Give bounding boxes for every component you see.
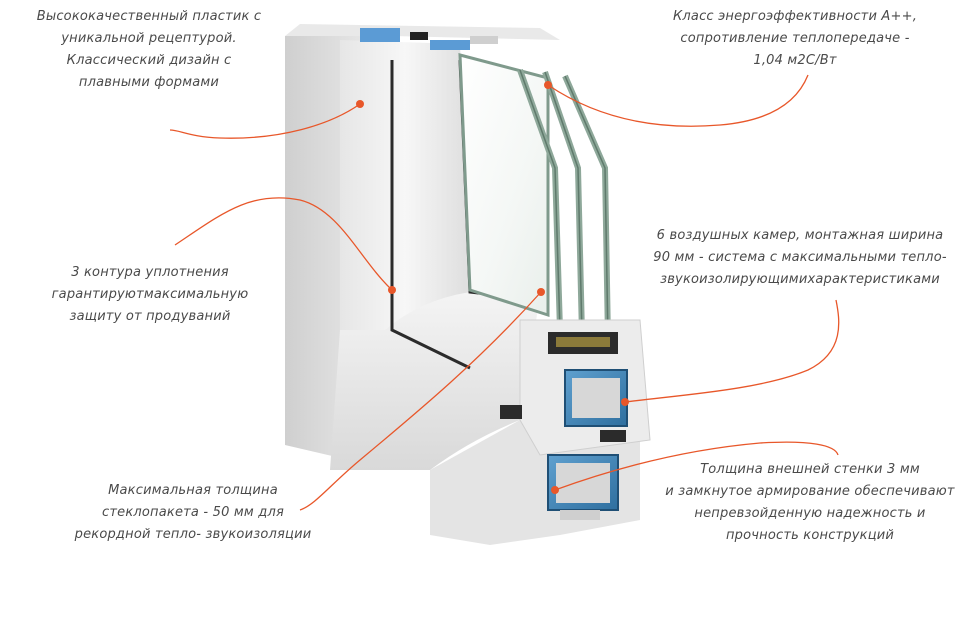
- callout-line: Класс энергоэффективности А++,: [672, 9, 918, 24]
- callout-line: защиту от продуваний: [69, 309, 231, 324]
- callout-line: Толщина внешней стенки 3 мм: [700, 462, 920, 477]
- top-section-detail: [360, 28, 498, 50]
- callout-line: 90 мм - система с максимальными тепло-: [653, 250, 947, 265]
- callout-line: 1,04 м2С/Вт: [753, 53, 837, 68]
- callout-seals: 3 контура уплотнения гарантируютмаксимал…: [30, 262, 270, 328]
- callout-line: прочность конструкций: [725, 528, 895, 543]
- callout-line: Высококачественный пластик с: [36, 9, 262, 24]
- callout-wall: Толщина внешней стенки 3 мм и замкнутое …: [650, 459, 967, 547]
- callout-line: стеклопакета - 50 мм для: [102, 505, 284, 520]
- callout-energy: Класс энергоэффективности А++, сопротивл…: [650, 6, 940, 72]
- callout-line: гарантируютмаксимальную: [51, 287, 249, 302]
- callout-line: 3 контура уплотнения: [71, 265, 229, 280]
- callout-line: Классический дизайн с: [66, 53, 232, 68]
- frame-body: [285, 24, 640, 545]
- callout-plastic: Высококачественный пластик с уникальной …: [18, 6, 280, 94]
- callout-line: непревзойденную надежность и: [694, 506, 926, 521]
- glass-unit: [458, 53, 611, 341]
- callout-leaders: [169, 74, 840, 511]
- callout-line: плавными формами: [78, 75, 220, 90]
- callout-line: сопротивление теплопередаче -: [680, 31, 910, 46]
- callout-dots: [356, 81, 629, 494]
- callout-line: звукоизолирующимихарактеристиками: [660, 272, 940, 287]
- callout-line: и замкнутое армирование обеспечивают: [665, 484, 955, 499]
- callout-line: рекордной тепло- звукоизоляции: [74, 527, 312, 542]
- callout-line: уникальной рецептурой.: [61, 31, 237, 46]
- callout-chambers: 6 воздушных камер, монтажная ширина 90 м…: [640, 225, 960, 291]
- callout-glazing: Максимальная толщина стеклопакета - 50 м…: [48, 480, 338, 546]
- callout-line: 6 воздушных камер, монтажная ширина: [656, 228, 944, 243]
- callout-line: Максимальная толщина: [108, 483, 278, 498]
- sash-cross-section: [500, 319, 651, 520]
